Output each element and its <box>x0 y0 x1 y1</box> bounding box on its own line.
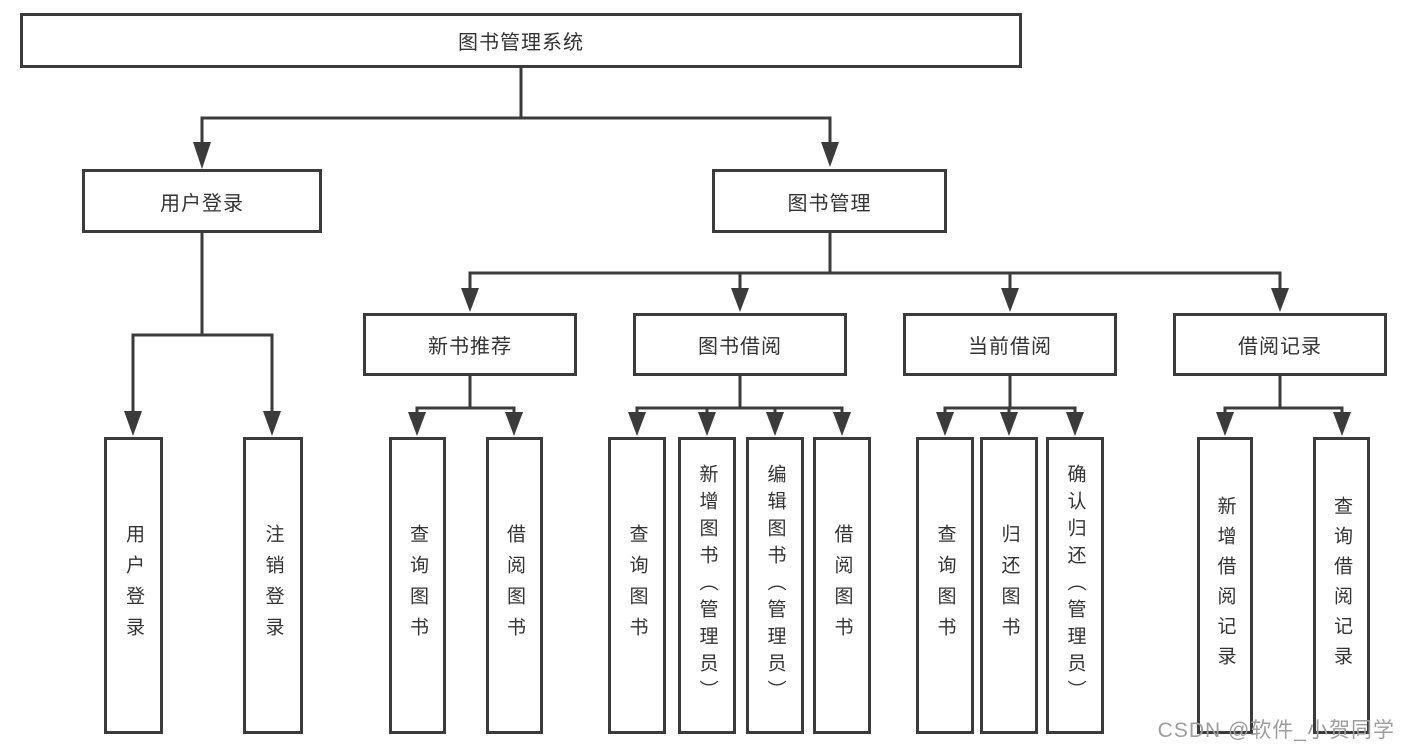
leaf-label: 借阅图书 <box>504 523 525 648</box>
node-book-borrow: 图书借阅 <box>633 313 847 376</box>
connector-current-borrow <box>936 376 1084 436</box>
node-current-borrow: 当前借阅 <box>903 313 1117 376</box>
node-leaf-borrow-book-1: 借阅图书 <box>486 437 543 734</box>
node-leaf-borrow-book-2: 借阅图书 <box>813 437 871 734</box>
node-leaf-query-book-1: 查询图书 <box>389 437 446 734</box>
node-leaf-user-login: 用户登录 <box>104 437 163 734</box>
leaf-label: 查询图书 <box>934 523 956 648</box>
connector-root <box>193 68 839 169</box>
node-leaf-edit-book: 编辑图书（管理员） <box>746 437 804 734</box>
connector-borrow-record <box>1216 376 1351 436</box>
connector-user-login <box>124 233 281 436</box>
node-borrow-record: 借阅记录 <box>1173 313 1387 376</box>
node-leaf-add-book: 新增图书（管理员） <box>678 437 736 734</box>
leaf-label: 查询借阅记录 <box>1331 495 1352 676</box>
leaf-label: 归还图书 <box>998 523 1020 648</box>
node-leaf-logout: 注销登录 <box>243 437 303 734</box>
node-root: 图书管理系统 <box>20 13 1022 68</box>
leaf-label: 用户登录 <box>123 523 144 648</box>
node-book-mgmt: 图书管理 <box>712 169 947 233</box>
leaf-label: 注销登录 <box>262 523 284 648</box>
leaf-label: 查询图书 <box>407 523 428 648</box>
leaf-label: 借阅图书 <box>831 523 853 648</box>
node-leaf-confirm-return: 确认归还（管理员） <box>1046 437 1104 734</box>
connector-book-mgmt <box>461 233 1289 312</box>
csdn-watermark: CSDN @软件_小贺同学 <box>1157 719 1395 742</box>
leaf-label: 查询图书 <box>626 523 648 648</box>
node-leaf-query-record: 查询借阅记录 <box>1313 437 1370 734</box>
node-user-login: 用户登录 <box>82 169 322 233</box>
leaf-label: 确认归还（管理员） <box>1064 464 1086 707</box>
node-leaf-query-book-3: 查询图书 <box>916 437 974 734</box>
leaf-label: 新增借阅记录 <box>1214 495 1236 676</box>
connector-book-borrow <box>628 376 851 436</box>
leaf-label: 编辑图书（管理员） <box>764 464 786 707</box>
connector-new-book <box>408 376 523 436</box>
node-leaf-return-book: 归还图书 <box>980 437 1038 734</box>
node-new-book-rec: 新书推荐 <box>363 313 577 376</box>
node-leaf-add-record: 新增借阅记录 <box>1197 437 1253 734</box>
leaf-label: 新增图书（管理员） <box>696 464 718 707</box>
node-leaf-query-book-2: 查询图书 <box>608 437 666 734</box>
